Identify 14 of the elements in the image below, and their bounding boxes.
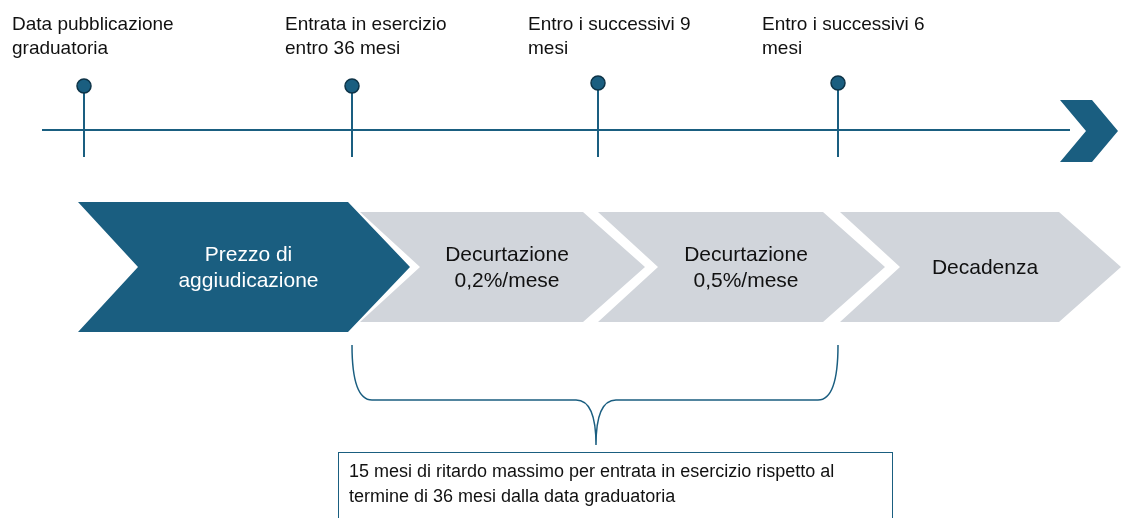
- step-label: Decadenza: [930, 254, 1040, 280]
- step-label: Prezzo di aggiudicazione: [177, 241, 320, 293]
- milestone-label: Entro i successivi 9 mesi: [528, 12, 692, 60]
- milestone-label: Entrata in esercizio entro 36 mesi: [285, 12, 448, 60]
- note-text: 15 mesi di ritardo massimo per entrata in esercizio rispetto al termine di 36 mesi dalla data graduatoria: [349, 460, 836, 508]
- step-label: Decurtazione 0,5%/mese: [683, 241, 809, 293]
- chevron-step: [78, 202, 410, 332]
- chevron-step: [598, 212, 885, 322]
- milestone-label: Entro i successivi 6 mesi: [762, 12, 926, 60]
- step-label: Decurtazione 0,2%/mese: [444, 241, 570, 293]
- chevron-step: [840, 212, 1121, 322]
- milestone-label: Data pubblicazione graduatoria: [12, 12, 175, 60]
- note-box: [338, 452, 893, 518]
- chevron-step: [360, 212, 645, 322]
